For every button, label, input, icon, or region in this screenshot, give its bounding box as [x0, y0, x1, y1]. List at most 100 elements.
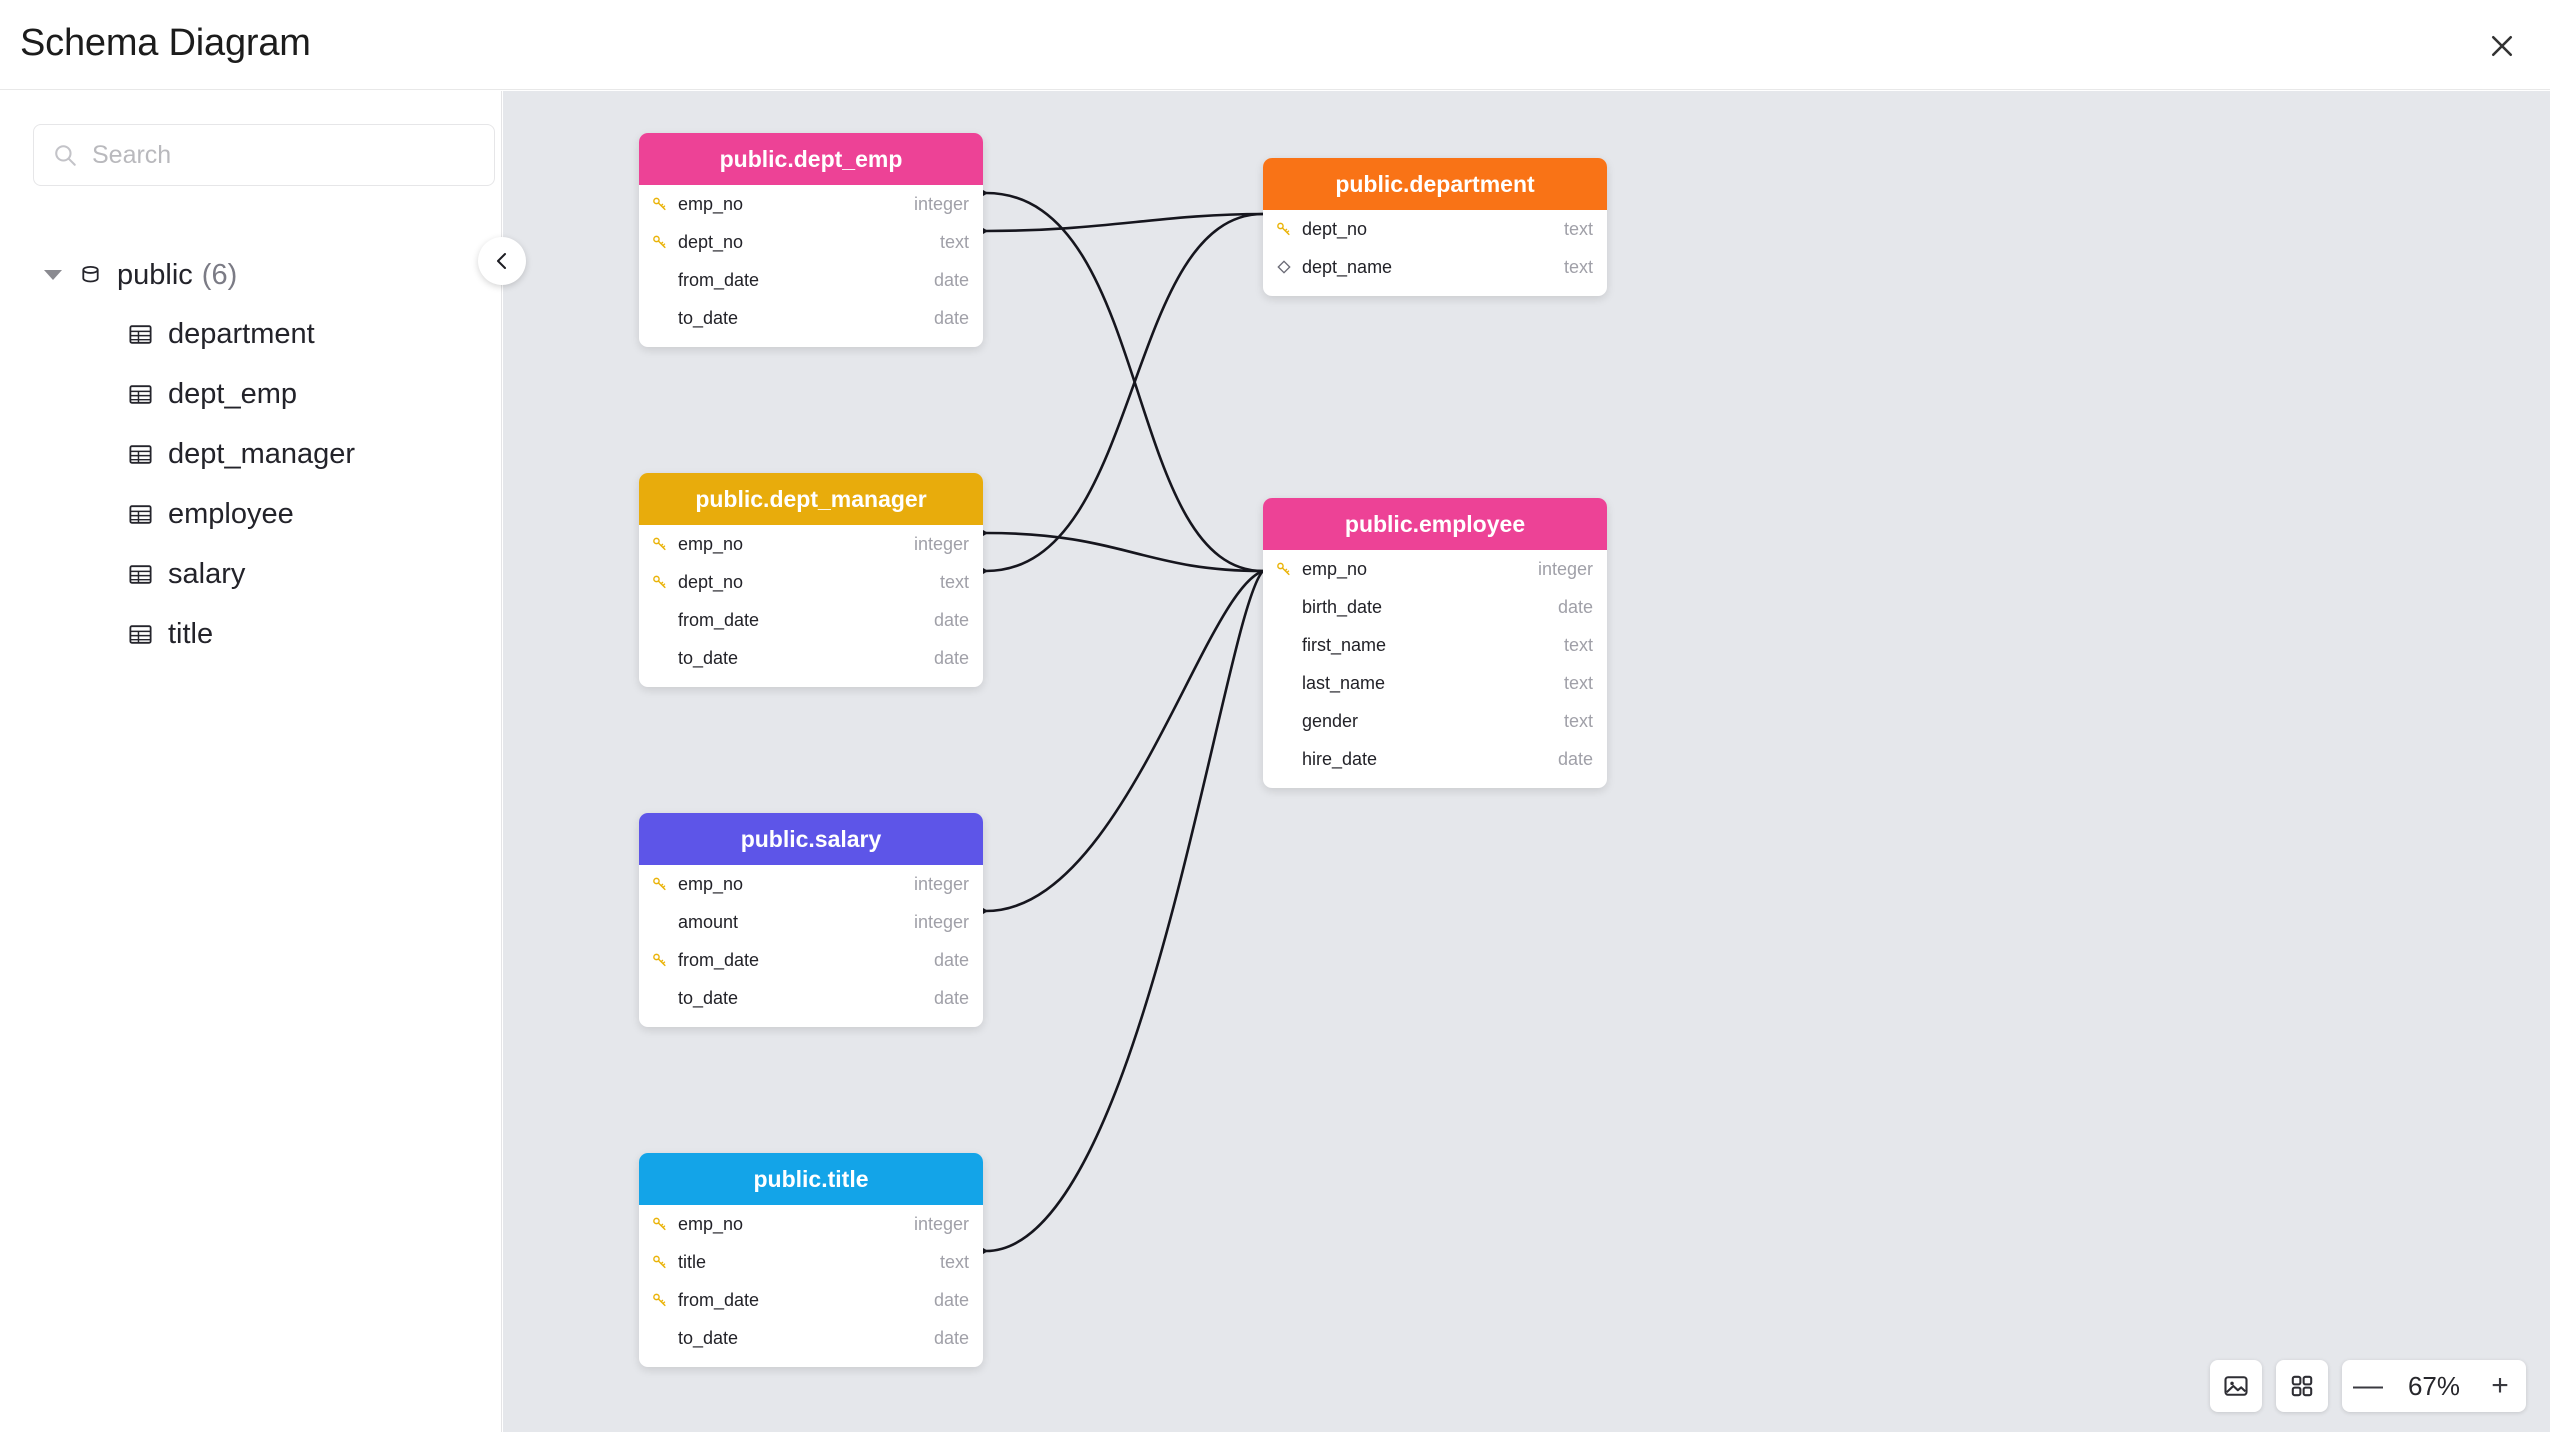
table-node-header[interactable]: public.salary [639, 813, 983, 865]
field-name: to_date [678, 1327, 739, 1348]
diamond-icon [1277, 260, 1291, 274]
search-icon [55, 145, 76, 166]
zoom-control-group: — 67% + [2342, 1360, 2526, 1412]
zoom-out-button[interactable]: — [2353, 1369, 2383, 1402]
key-icon [653, 1255, 666, 1269]
field-name: emp_no [678, 873, 744, 894]
key-icon [653, 1217, 666, 1231]
key-icon [653, 235, 666, 249]
grid-icon [2291, 1375, 2313, 1397]
field-type: date [1557, 748, 1593, 769]
sidebar-item-label: title [168, 617, 214, 650]
sidebar-item-dept_manager[interactable]: dept_manager [0, 424, 502, 484]
table-field-row[interactable]: birth_date date [1263, 588, 1607, 626]
table-icon [129, 384, 152, 404]
field-name: emp_no [678, 1213, 744, 1234]
field-name: birth_date [1302, 596, 1383, 617]
auto-layout-button[interactable] [2276, 1360, 2328, 1412]
search-box[interactable] [33, 124, 495, 186]
field-type: text [939, 1251, 969, 1272]
field-name: to_date [678, 647, 739, 668]
search-input[interactable] [92, 140, 476, 170]
sidebar-item-employee[interactable]: employee [0, 484, 502, 544]
sidebar-item-title[interactable]: title [0, 604, 502, 664]
key-icon [1277, 562, 1290, 576]
field-type: text [1563, 256, 1593, 277]
sidebar-item-department[interactable]: department [0, 304, 502, 364]
table-node-header[interactable]: public.dept_manager [639, 473, 983, 525]
close-button[interactable] [2476, 20, 2528, 72]
table-icon [129, 444, 152, 464]
table-node-footer [1263, 778, 1607, 788]
field-type: date [1557, 596, 1593, 617]
edge-dept_manager-employee [985, 531, 1264, 573]
collapse-sidebar-button[interactable] [478, 237, 526, 285]
field-name: from_date [678, 609, 760, 630]
edge-dept_emp-employee [985, 191, 1264, 573]
zoom-level-label[interactable]: 67% [2407, 1370, 2461, 1401]
sidebar-item-label: salary [168, 557, 246, 590]
table-node-header[interactable]: public.department [1263, 158, 1607, 210]
table-field-row[interactable]: emp_no integer [639, 865, 983, 903]
key-icon [1277, 222, 1290, 236]
field-type: integer [913, 873, 969, 894]
sidebar-item-dept_emp[interactable]: dept_emp [0, 364, 502, 424]
table-node-footer [1263, 286, 1607, 296]
key-icon [653, 877, 666, 891]
field-name: dept_name [1302, 256, 1393, 277]
tree-schema-public[interactable]: public (6) [0, 246, 502, 304]
table-node-header[interactable]: public.title [639, 1153, 983, 1205]
field-type: text [1563, 218, 1593, 239]
sidebar-item-salary[interactable]: salary [0, 544, 502, 604]
table-icon [129, 324, 152, 344]
field-type: date [933, 949, 969, 970]
table-node-header[interactable]: public.dept_emp [639, 133, 983, 185]
chevron-down-icon[interactable] [44, 270, 62, 280]
table-field-row[interactable]: dept_name text [1263, 248, 1607, 286]
key-icon [653, 197, 666, 211]
canvas-toolbar: — 67% + [2196, 1360, 2526, 1412]
table-node-header[interactable]: public.employee [1263, 498, 1607, 550]
zoom-in-button[interactable]: + [2491, 1369, 2509, 1402]
field-type: date [933, 269, 969, 290]
page-title: Schema Diagram [20, 22, 311, 64]
edge-dept_manager-department [985, 212, 1264, 573]
key-icon [653, 953, 666, 967]
export-image-button[interactable] [2210, 1360, 2262, 1412]
